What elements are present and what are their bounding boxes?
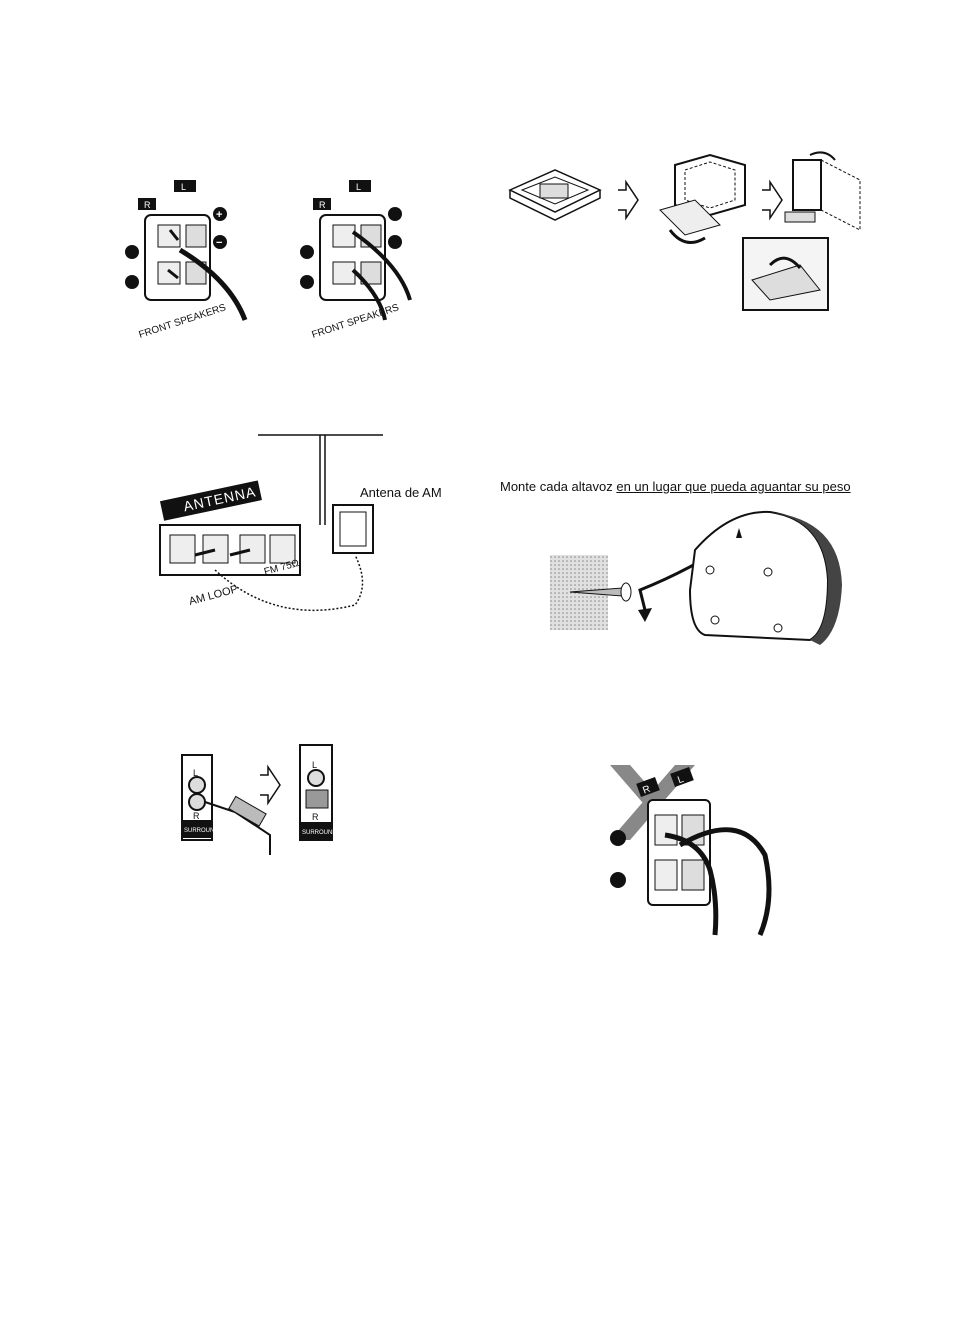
step-arrow-icon	[618, 182, 638, 218]
svg-text:L: L	[356, 182, 361, 192]
surround-label: SURROUND	[184, 828, 219, 834]
terminal-slot-bottom	[158, 262, 180, 284]
plus-icon-left	[125, 245, 139, 259]
wall-mount-figure	[510, 500, 865, 660]
svg-text:R: R	[319, 200, 326, 210]
minus-icon	[610, 872, 626, 888]
wrong-connection-figure: R L	[600, 760, 775, 940]
r-tag-label: R	[144, 200, 151, 210]
surround-jack-figure: L R SURROUND L R SURROUND	[175, 740, 350, 860]
antenna-title: ANTENNA	[182, 483, 258, 514]
assembly-detail-inset	[743, 238, 828, 310]
front-speaker-terminals-figure: R L + − FRONT SPEAKERS R L FRONT	[120, 170, 420, 345]
surround-step-1: L R SURROUND	[182, 755, 270, 855]
antenna-panel-figure: ANTENNA AM LOOP FM 75Ω	[155, 430, 445, 620]
svg-text:L: L	[312, 760, 317, 770]
svg-text:R: R	[312, 812, 319, 822]
wall-mount-instruction: Monte cada altavoz en un lugar que pueda…	[500, 479, 851, 494]
step-arrow-icon	[260, 767, 280, 803]
terminal-step-2: R L FRONT SPEAKERS	[300, 180, 410, 341]
svg-text:R: R	[193, 811, 200, 821]
front-speakers-label-2: FRONT SPEAKERS	[311, 302, 401, 341]
am-antenna-caption: Antena de AM	[360, 485, 442, 500]
terminal-step-1: R L + − FRONT SPEAKERS	[125, 180, 245, 341]
assembly-step-2	[660, 155, 745, 243]
front-speakers-label: FRONT SPEAKERS	[138, 302, 228, 341]
rca-plug	[229, 796, 266, 826]
surround-label-2: SURROUND	[302, 830, 337, 836]
plus-icon	[610, 830, 626, 846]
minus-icon-left	[125, 275, 139, 289]
svg-text:−: −	[216, 237, 222, 249]
step-arrow-icon	[762, 182, 782, 218]
l-tag-label: L	[181, 182, 186, 192]
svg-text:+: +	[216, 209, 222, 221]
surround-step-2: L R SURROUND	[300, 745, 337, 840]
am-loop-label: AM LOOP	[188, 583, 240, 608]
am-loop-assembly-figure	[500, 150, 875, 315]
assembly-step-3	[785, 152, 860, 230]
wall-mount-text: Monte cada altavoz	[500, 479, 616, 494]
wall-mount-text-underlined: en un lugar que pueda aguantar su peso	[616, 479, 850, 494]
assembly-step-1	[510, 170, 600, 220]
